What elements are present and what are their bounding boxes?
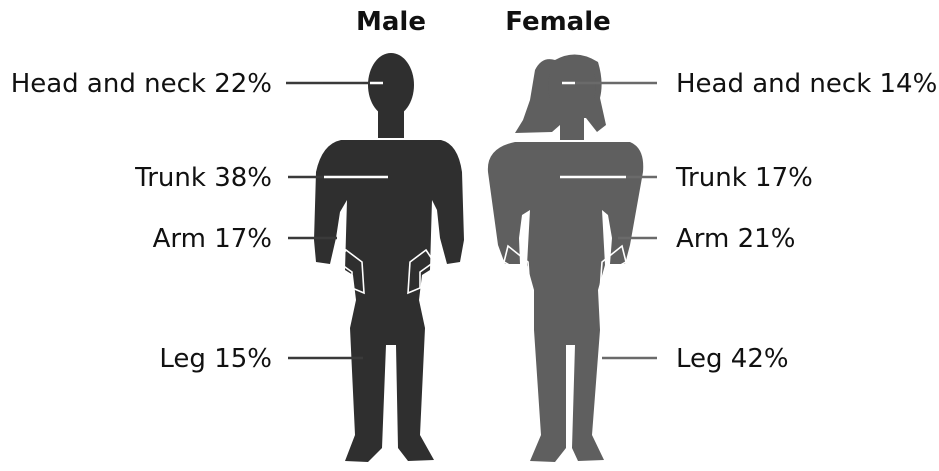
female-head-and-neck-label: Head and neck 14%: [676, 69, 937, 99]
female-torso-arms: [488, 142, 643, 462]
male-neck: [378, 108, 404, 138]
female-neck: [560, 110, 584, 140]
female-leg-label: Leg 42%: [676, 344, 789, 374]
male-silhouette: [314, 53, 464, 462]
male-leg-label: Leg 15%: [159, 344, 272, 374]
female-trunk-label: Trunk 17%: [675, 163, 813, 193]
male-header: Male: [356, 7, 426, 37]
male-head-and-neck-label: Head and neck 22%: [11, 69, 272, 99]
male-arm-label: Arm 17%: [153, 224, 272, 254]
female-head: [548, 55, 596, 117]
male-torso-arms: [314, 140, 464, 462]
female-silhouette: [488, 54, 643, 462]
male-trunk-label: Trunk 38%: [134, 163, 272, 193]
male-head: [368, 53, 414, 117]
female-header: Female: [505, 7, 611, 37]
female-arm-label: Arm 21%: [676, 224, 795, 254]
